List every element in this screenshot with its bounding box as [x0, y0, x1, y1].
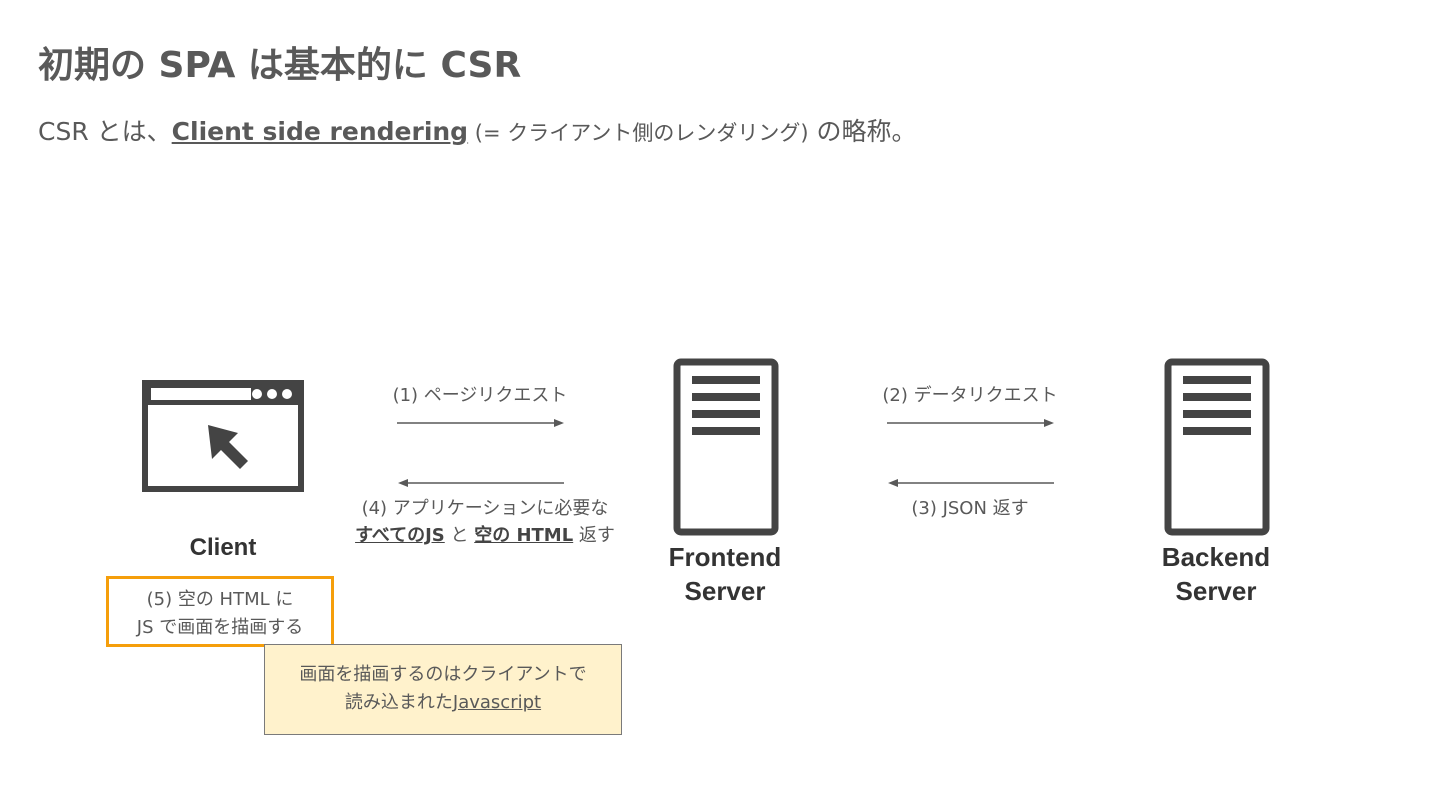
note-line1: 画面を描画するのはクライアントで [299, 664, 587, 685]
slide-title: 初期の SPA は基本的に CSR [38, 45, 522, 86]
step4-and: と [444, 525, 475, 546]
subtitle-prefix: CSR とは、 [38, 117, 172, 146]
subtitle-paren: (= クライアント側のレンダリング) [468, 121, 809, 145]
backend-label-line1: Backend [1161, 542, 1271, 572]
frontend-label-line2: Server [684, 576, 766, 606]
step1-caption: (1) ページリクエスト [392, 385, 568, 406]
arrow-json-response [888, 479, 1054, 487]
step2-caption: (2) データリクエスト [882, 385, 1058, 406]
frontend-server-label: Frontend Server [640, 540, 810, 608]
note-javascript-link: Javascript [452, 692, 542, 713]
step5-highlight-box: (5) 空の HTML に JS で画面を描画する [106, 576, 334, 647]
step4-all-js: すべてのJS [355, 525, 445, 546]
server-icon [1164, 358, 1270, 536]
cursor-arrow-icon [208, 425, 248, 469]
step4-empty-html: 空の HTML [474, 525, 574, 546]
step5-line1: (5) 空の HTML に [146, 589, 294, 610]
step5-line2: JS で画面を描画する [136, 617, 304, 638]
step4-caption: (4) アプリケーションに必要な すべてのJS と 空の HTML 返す [330, 495, 640, 549]
client-label: Client [189, 534, 257, 561]
step4-line2: すべてのJS と 空の HTML 返す [330, 522, 640, 549]
backend-server-label: Backend Server [1131, 540, 1301, 608]
frontend-label-line1: Frontend [668, 542, 782, 572]
step4-returns: 返す [573, 525, 615, 546]
note-line2-prefix: 読み込まれた [344, 692, 453, 713]
arrow-page-request [397, 419, 564, 427]
subtitle-suffix: の略称。 [808, 117, 917, 146]
browser-window-icon [142, 380, 304, 492]
step3-caption: (3) JSON 返す [911, 498, 1029, 519]
slide-subtitle: CSR とは、Client side rendering (= クライアント側の… [38, 112, 917, 148]
server-icon [673, 358, 779, 536]
note-callout: 画面を描画するのはクライアントで 読み込まれたJavascript [264, 644, 622, 735]
note-line2: 読み込まれたJavascript [265, 689, 621, 717]
backend-label-line2: Server [1175, 576, 1257, 606]
subtitle-term: Client side rendering [171, 117, 469, 146]
arrow-data-request [887, 419, 1054, 427]
arrow-app-response [398, 479, 564, 487]
step4-line1: (4) アプリケーションに必要な [361, 498, 609, 519]
